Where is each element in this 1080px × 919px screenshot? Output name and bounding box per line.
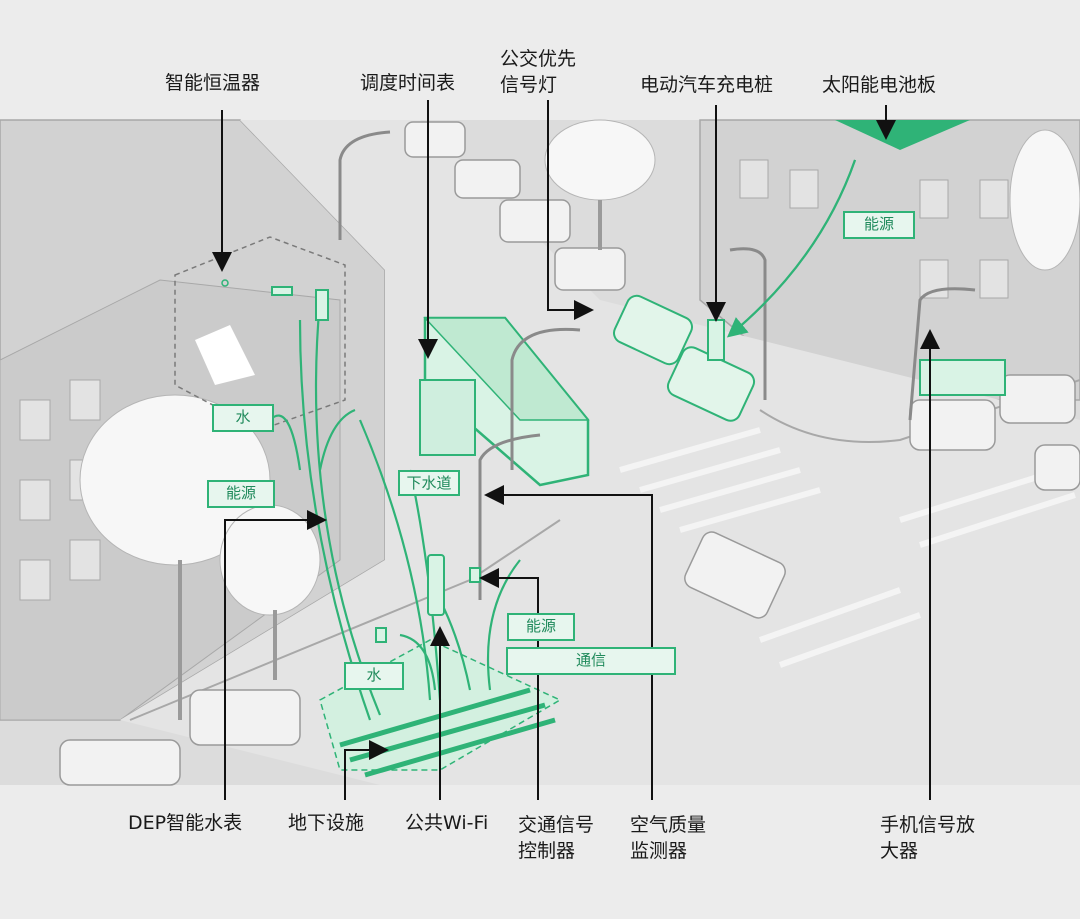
bus — [423, 316, 590, 487]
thermostat-zone — [174, 236, 346, 431]
label-traffic-controller-2: 控制器 — [518, 840, 576, 862]
label-thermostat: 智能恒温器 — [165, 72, 261, 94]
tag-water-upper: 水 — [212, 404, 274, 432]
label-solar: 太阳能电池板 — [822, 74, 937, 96]
tag-sewer: 下水道 — [398, 470, 460, 496]
devices — [271, 286, 1006, 643]
tag-energy-left: 能源 — [207, 480, 275, 508]
electric-cars — [613, 294, 756, 422]
label-water-meter: DEP智能水表 — [128, 812, 243, 834]
label-cell-booster-1: 手机信号放 — [880, 814, 976, 836]
label-schedule: 调度时间表 — [360, 72, 456, 94]
label-air-quality-1: 空气质量 — [630, 814, 707, 836]
leader-lines — [212, 100, 940, 800]
label-bus-signal-1: 公交优先 — [500, 48, 577, 70]
street-surface — [120, 120, 1080, 785]
label-wifi: 公共Wi-Fi — [405, 812, 489, 834]
green-arrows — [726, 159, 856, 338]
window-light — [195, 325, 255, 385]
parked-cars — [59, 121, 1080, 786]
bus-shelter — [419, 379, 476, 456]
label-underground: 地下设施 — [288, 812, 365, 834]
crosswalk — [619, 427, 1076, 668]
label-cell-booster-2: 大器 — [880, 840, 919, 862]
tag-comm: 通信 — [506, 647, 676, 675]
tree-trunks — [178, 200, 602, 720]
tag-water-lower: 水 — [344, 662, 404, 690]
label-ev-charger: 电动汽车充电桩 — [640, 74, 774, 96]
label-air-quality-2: 监测器 — [630, 840, 688, 862]
tag-energy-right: 能源 — [843, 211, 915, 239]
thermostat-device — [221, 279, 229, 287]
solar-panel-shape — [835, 120, 970, 150]
street-lamps — [338, 130, 976, 600]
label-traffic-controller-1: 交通信号 — [518, 814, 595, 836]
label-bus-signal-2: 信号灯 — [500, 74, 558, 96]
right-curb — [759, 379, 1080, 443]
tag-energy-bottom: 能源 — [507, 613, 575, 641]
trees — [79, 119, 1080, 616]
right-building-windows — [739, 159, 1009, 299]
